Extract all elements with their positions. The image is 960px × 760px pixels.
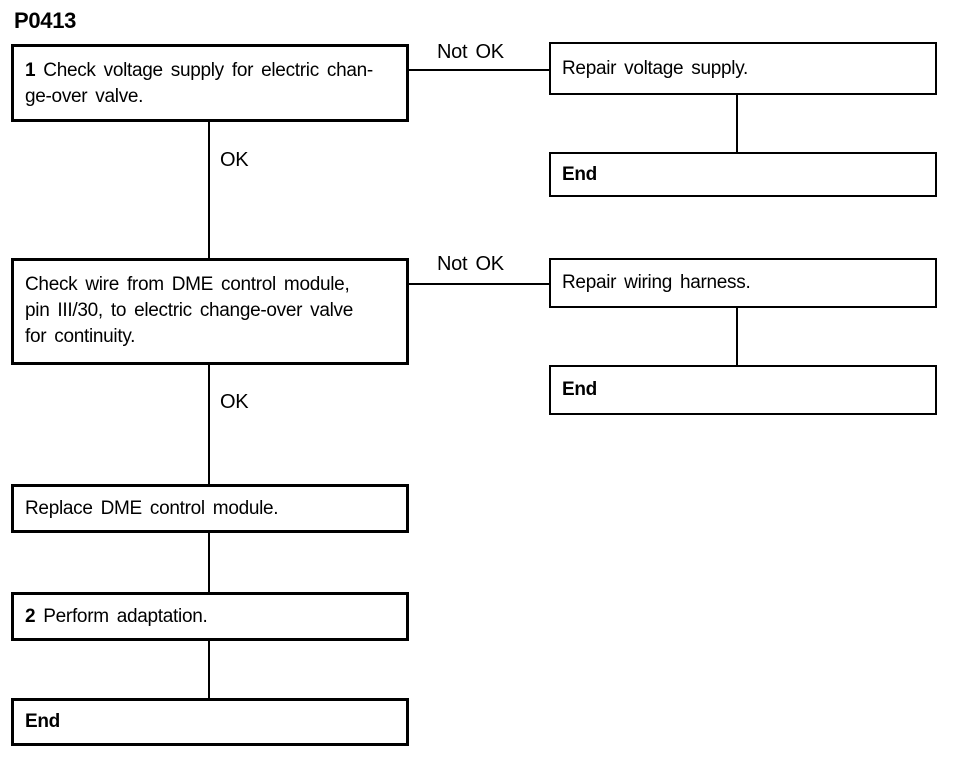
flow-box-repair1: Repair voltage supply. <box>549 42 937 95</box>
step4-text: Perform adaptation. <box>43 605 208 627</box>
step2-line2: pin III/30, to electric change-over valv… <box>25 300 353 321</box>
step1-line1: 1 Check voltage supply for electric chan- <box>25 58 398 84</box>
connector-down1-line <box>208 122 210 258</box>
end-right1-text: End <box>562 163 597 185</box>
step4-number: 2 <box>25 605 36 627</box>
flow-box-end-left: End <box>11 698 409 746</box>
flow-box-step3: Replace DME control module. <box>11 484 409 533</box>
flow-box-end-right2: End <box>549 365 937 415</box>
down1-ok-label: OK <box>220 149 249 171</box>
connector-right1-line <box>736 95 738 152</box>
step1-number: 1 <box>25 60 36 81</box>
flow-box-repair2: Repair wiring harness. <box>549 258 937 308</box>
end-right2-text: End <box>562 379 597 400</box>
connector-branch1-line <box>409 69 549 71</box>
connector-branch2-line <box>409 283 549 285</box>
step1-line1-text: Check voltage supply for electric chan- <box>43 60 373 81</box>
connector-down2-line <box>208 365 210 484</box>
flow-box-step2: Check wire from DME control module, pin … <box>11 258 409 365</box>
step1-line2: ge-over valve. <box>25 86 144 107</box>
flow-box-step4: 2 Perform adaptation. <box>11 592 409 641</box>
branch2-not-ok-label: Not OK <box>437 253 504 275</box>
step2-line1: Check wire from DME control module, <box>25 274 350 295</box>
step2-line3: for continuity. <box>25 326 136 347</box>
branch1-not-ok-label: Not OK <box>437 41 504 63</box>
connector-down4-line <box>208 641 210 698</box>
flow-box-step1: 1 Check voltage supply for electric chan-… <box>11 44 409 122</box>
repair2-text: Repair wiring harness. <box>562 272 751 293</box>
flow-box-end-right1: End <box>549 152 937 197</box>
end-left-text: End <box>25 711 60 732</box>
step3-text: Replace DME control module. <box>25 497 279 519</box>
connector-down3-line <box>208 533 210 592</box>
down2-ok-label: OK <box>220 391 249 413</box>
connector-right2-line <box>736 308 738 365</box>
page-title: P0413 <box>14 8 77 33</box>
repair1-text: Repair voltage supply. <box>562 57 748 79</box>
